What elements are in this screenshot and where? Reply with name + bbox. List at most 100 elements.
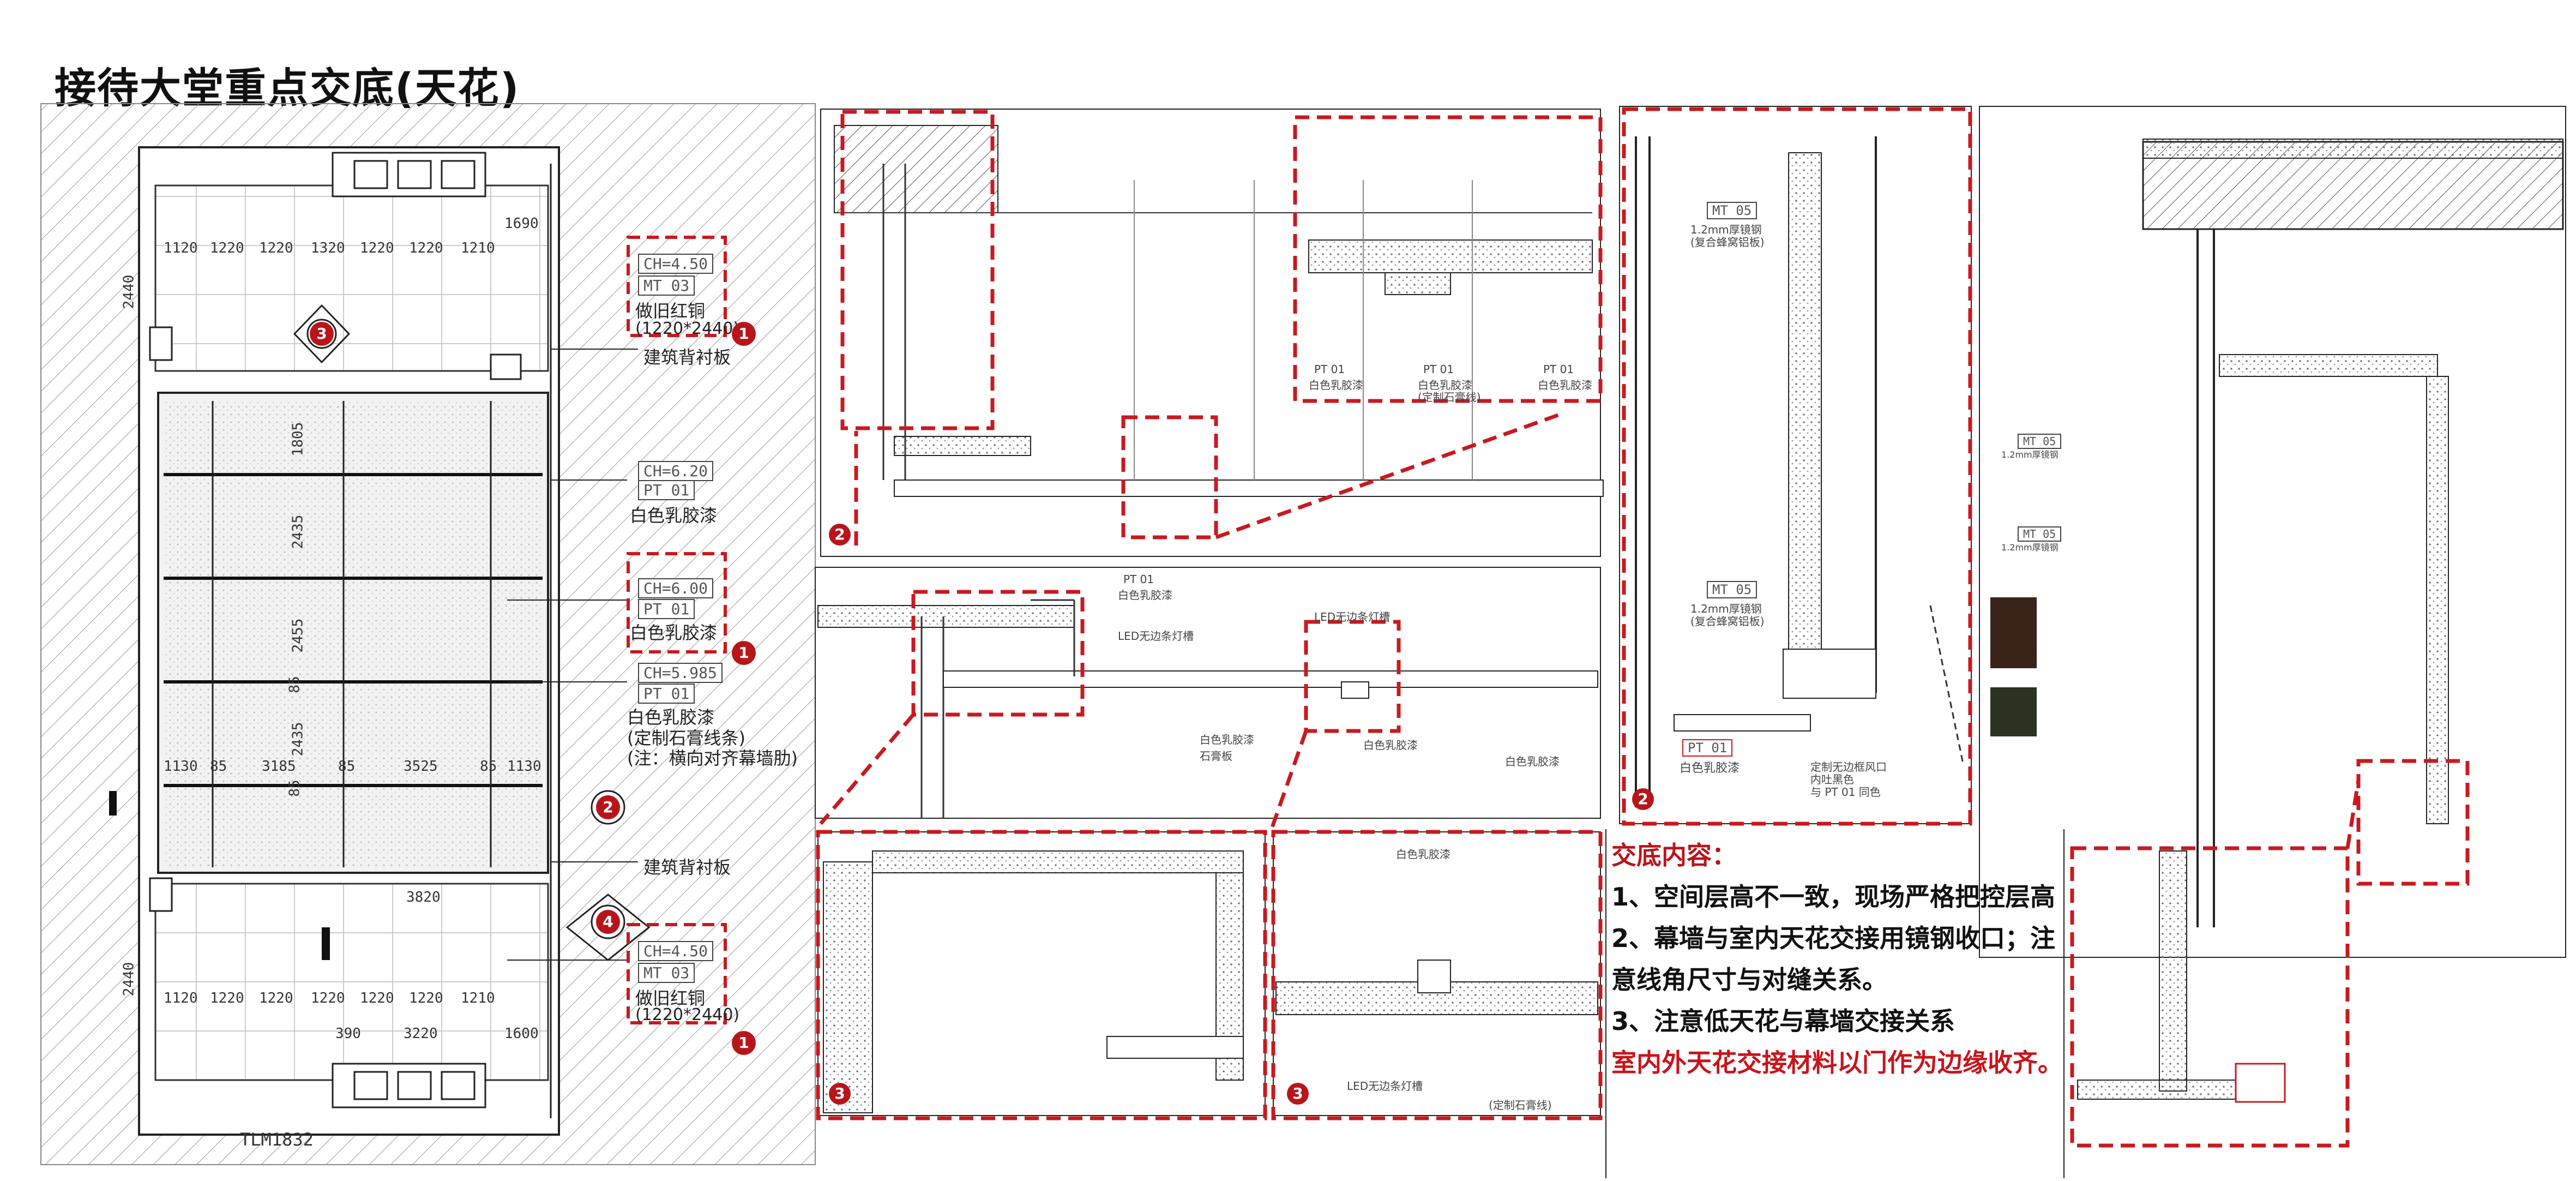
detail-label: (定制石膏线) xyxy=(1418,391,1481,404)
plan-dim: 85 xyxy=(210,758,227,775)
note-label: (定制石膏线条) xyxy=(627,728,745,748)
detail-section-top xyxy=(820,109,1604,557)
plan-dim: 1320 xyxy=(311,240,345,256)
plan-dim: 85 xyxy=(480,758,497,775)
detail-label: 白色乳胶漆 xyxy=(1505,755,1560,768)
marker-badge: 3 xyxy=(1287,1083,1309,1105)
callout-box xyxy=(627,552,727,654)
mt-tag: MT 05 xyxy=(1707,581,1758,598)
note-item: 1、空间层高不一致，现场严格把控层高 xyxy=(1611,882,2056,912)
plan-dim: 1130 xyxy=(507,758,541,775)
mt-tag: MT 05 xyxy=(2018,434,2062,449)
detail-callout-box xyxy=(1622,107,1972,826)
marker-badge: 2 xyxy=(1632,788,1654,810)
plan-dim: 3820 xyxy=(406,889,441,906)
pt-tag: PT 01 xyxy=(638,480,695,500)
note-item: 2、幕墙与室内天花交接用镜钢收口；注意线角尺寸与对缝关系。 xyxy=(1611,924,2056,994)
detail-callout-box xyxy=(840,110,995,430)
material-label: 白色乳胶漆 xyxy=(630,505,718,526)
detail-label: (定制石膏线) xyxy=(1489,1099,1552,1112)
detail-tag: PT 01 xyxy=(1423,363,1454,376)
marker-badge: 2 xyxy=(829,524,851,545)
detail-label: 1.2mm厚镜钢 xyxy=(2001,542,2059,553)
plan-dim: 1120 xyxy=(164,990,198,1006)
note-item: 室内外天花交接材料以门作为边缘收齐。 xyxy=(1611,1048,2063,1077)
material-label: 白色乳胶漆 xyxy=(627,707,715,728)
plan-dim: 1220 xyxy=(409,240,443,256)
plan-dim: 3525 xyxy=(404,758,438,775)
ch-tag: CH=4.50 xyxy=(638,254,714,274)
detail-curtain-wall xyxy=(1619,106,1972,824)
detail-label: 1.2mm厚镜钢 xyxy=(1690,223,1762,236)
ch-tag: CH=6.20 xyxy=(638,461,714,481)
ch-tag: CH=5.985 xyxy=(638,663,723,683)
detail-callout-box xyxy=(1271,830,1603,1120)
plan-dim: 2440 xyxy=(121,274,137,309)
detail-enlarge-left xyxy=(817,831,1266,1116)
plan-dim: 1220 xyxy=(360,240,394,256)
plan-dim: 1690 xyxy=(504,215,539,232)
detail-callout-box xyxy=(1121,415,1218,539)
pt-tag: PT 01 xyxy=(638,599,695,619)
detail-label: 白色乳胶漆 xyxy=(1118,589,1172,602)
plan-dim: 1220 xyxy=(360,990,394,1006)
detail-label: 与 PT 01 同色 xyxy=(1810,786,1881,799)
size-label: (1220*2440) xyxy=(635,319,740,338)
material-label: 做旧红铜 xyxy=(635,301,706,321)
plan-dim: 2440 xyxy=(121,962,137,997)
plan-dim: 2455 xyxy=(290,618,306,653)
notes-heading: 交底内容： xyxy=(1611,841,1737,870)
backing-label: 建筑背衬板 xyxy=(643,857,731,878)
backing-label: 建筑背衬板 xyxy=(643,347,731,368)
marker-badge: 1 xyxy=(732,641,756,665)
notes-panel: 交底内容： 1、空间层高不一致，现场严格把控层高 2、幕墙与室内天花交接用镜钢收… xyxy=(1611,835,2064,1083)
plan-dim: 85 xyxy=(338,758,356,775)
ch-tag: CH=4.50 xyxy=(638,941,714,961)
detail-callout-box xyxy=(816,830,1267,1120)
plan-dim: 1130 xyxy=(164,758,198,775)
callout-box xyxy=(627,236,727,337)
detail-enlarge-right xyxy=(1273,831,1601,1116)
detail-enlarge-facade xyxy=(2077,850,2286,1103)
plan-dim: 1805 xyxy=(290,422,306,457)
detail-tag: PT 01 xyxy=(1314,363,1345,376)
detail-label: 白色乳胶漆 xyxy=(1680,762,1740,775)
detail-label: LED无边条灯槽 xyxy=(1118,630,1194,643)
detail-label: 白色乳胶漆 xyxy=(1538,379,1592,392)
detail-facade xyxy=(1979,106,2566,958)
detail-label: 白色乳胶漆 xyxy=(1363,739,1418,752)
marker-badge: 1 xyxy=(732,1031,756,1055)
material-label: 做旧红铜 xyxy=(635,988,706,1009)
detail-callout-box xyxy=(911,590,1085,717)
plan-dim: 85 xyxy=(286,676,303,693)
plan-dim: 2435 xyxy=(290,722,306,757)
note-item: 3、注意低天花与幕墙交接关系 xyxy=(1611,1006,1955,1036)
plan-dim: 2435 xyxy=(290,514,306,549)
detail-callout-box xyxy=(2356,759,2470,886)
pt-tag: PT 01 xyxy=(1682,739,1733,757)
size-label: (1220*2440) xyxy=(635,1005,740,1024)
marker-badge: 3 xyxy=(310,322,334,346)
detail-label: 白色乳胶漆 xyxy=(1396,848,1450,861)
ch-tag: CH=6.00 xyxy=(638,578,714,598)
plan-dim: 1600 xyxy=(504,1026,539,1042)
plan-dim: 1210 xyxy=(461,240,495,256)
detail-label: (复合蜂窝铝板) xyxy=(1690,615,1765,628)
mt-tag: MT 03 xyxy=(638,275,695,296)
detail-label: 定制无边框风口 xyxy=(1810,760,1887,774)
detail-label: LED无边条灯槽 xyxy=(1347,1080,1423,1093)
detail-label: 1.2mm厚镜钢 xyxy=(2001,449,2059,460)
detail-label: 白色乳胶漆 xyxy=(1200,733,1254,746)
mt-tag: MT 05 xyxy=(1707,202,1758,219)
note-label: (注：横向对齐幕墙肋) xyxy=(627,748,798,769)
plan-dim: 85 xyxy=(286,780,303,797)
callout-box xyxy=(627,923,727,1024)
plan-dim: 390 xyxy=(335,1026,361,1042)
detail-label: LED无边条灯槽 xyxy=(1314,610,1391,624)
detail-label: 白色乳胶漆 xyxy=(1309,379,1363,392)
mt-tag: MT 03 xyxy=(638,963,695,983)
marker-badge: 1 xyxy=(732,322,756,346)
plan-dim: 1220 xyxy=(210,990,244,1006)
plan-dim: 1220 xyxy=(259,240,293,256)
marker-badge: 3 xyxy=(829,1083,851,1105)
